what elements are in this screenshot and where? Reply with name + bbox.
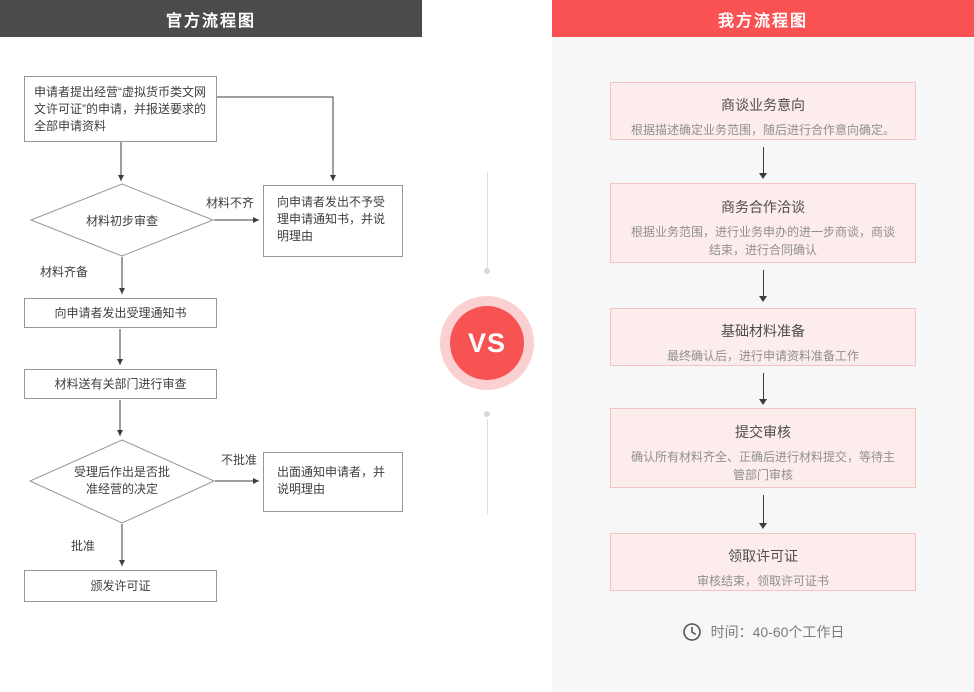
arrow-apply-to-reject xyxy=(216,96,336,181)
official-flow-title: 官方流程图 xyxy=(165,12,256,30)
label-approved: 批准 xyxy=(71,539,96,553)
vs-divider: VS xyxy=(422,0,552,692)
divider-dot-bottom xyxy=(484,411,490,417)
node-apply: 申请者提出经营“虚拟货币类文网文许可证”的申请，并报送要求的全部申请资料 xyxy=(24,76,217,142)
official-flow-header: 官方流程图 xyxy=(0,0,422,37)
our-flow-panel: 我方流程图 商谈业务意向 根据描述确定业务范围，随后进行合作意向确定。 商务合作… xyxy=(552,0,974,692)
vs-badge-label: VS xyxy=(467,327,507,358)
step-title: 商务合作洽谈 xyxy=(721,199,805,215)
step-desc: 根据描述确定业务范围，随后进行合作意向确定。 xyxy=(630,123,895,137)
duration-note: 时间：40-60个工作日 xyxy=(552,622,974,642)
down-arrow-3 xyxy=(759,373,767,405)
step-title: 领取许可证 xyxy=(728,548,798,564)
step-title: 商谈业务意向 xyxy=(721,97,805,113)
label-materials-incomplete: 材料不齐 xyxy=(206,196,255,210)
divider-line-top xyxy=(487,172,488,270)
step-desc: 最终确认后，进行申请资料准备工作 xyxy=(666,349,859,363)
node-issue-license: 颁发许可证 xyxy=(24,570,217,602)
our-flow-header: 我方流程图 xyxy=(552,0,974,37)
node-notify-applicant: 出面通知申请者，并说明理由 xyxy=(263,452,403,512)
divider-dot-top xyxy=(484,268,490,274)
duration-text: 时间：40-60个工作日 xyxy=(710,624,845,640)
step-card-get-license: 领取许可证 审核结束，领取许可证书 xyxy=(610,533,916,591)
step-card-submit-review: 提交审核 确认所有材料齐全、正确后进行材料提交，等待主管部门审核 xyxy=(610,408,916,488)
step-desc: 根据业务范围，进行业务申办的进一步商谈，商谈结束，进行合同确认 xyxy=(630,225,895,257)
node-reject-notice: 向申请者发出不予受理申请通知书，并说明理由 xyxy=(263,185,403,257)
down-arrow-4 xyxy=(759,495,767,529)
step-card-business-intent: 商谈业务意向 根据描述确定业务范围，随后进行合作意向确定。 xyxy=(610,82,916,140)
label-materials-complete: 材料齐备 xyxy=(40,265,89,279)
step-card-material-prep: 基础材料准备 最终确认后，进行申请资料准备工作 xyxy=(610,308,916,366)
node-approval-decision-label: 受理后作出是否批准经营的决定 xyxy=(73,465,170,496)
our-flow-title: 我方流程图 xyxy=(717,12,808,30)
step-desc: 确认所有材料齐全、正确后进行材料提交，等待主管部门审核 xyxy=(630,450,895,482)
down-arrow-1 xyxy=(759,147,767,179)
step-card-cooperation-talk: 商务合作洽谈 根据业务范围，进行业务申办的进一步商谈，商谈结束，进行合同确认 xyxy=(610,183,916,263)
node-initial-review-label: 材料初步审查 xyxy=(85,214,158,228)
node-accept-notice: 向申请者发出受理通知书 xyxy=(24,298,217,328)
step-title: 基础材料准备 xyxy=(721,323,805,339)
step-desc: 审核结束，领取许可证书 xyxy=(696,574,829,588)
official-flow-panel: 官方流程图 申请者提出经营“虚拟货币类文网文许可证”的申请，并报送要求的全部申请… xyxy=(0,0,422,692)
divider-line-bottom xyxy=(487,419,488,515)
down-arrow-2 xyxy=(759,270,767,302)
step-title: 提交审核 xyxy=(735,424,791,440)
node-dept-review: 材料送有关部门进行审查 xyxy=(24,369,217,399)
clock-icon xyxy=(682,623,701,641)
vs-badge: VS xyxy=(450,306,524,380)
label-not-approved: 不批准 xyxy=(221,453,258,467)
